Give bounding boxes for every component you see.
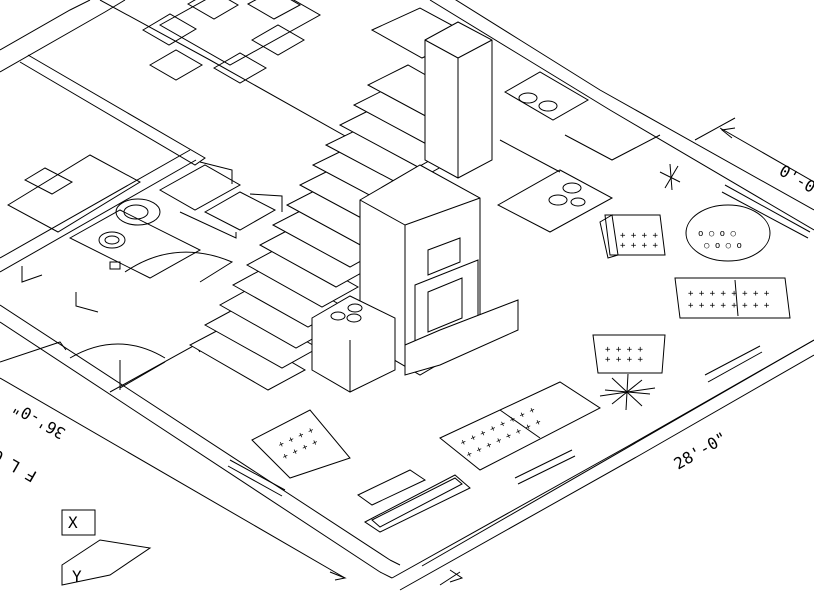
axis-y-label: Y xyxy=(72,567,82,586)
dimension-left: 36'-0" xyxy=(9,398,69,443)
dimension-right: 28'-0" xyxy=(671,428,731,473)
dining-table xyxy=(142,0,322,84)
plant-small-icon xyxy=(659,163,681,191)
bathroom xyxy=(6,154,283,313)
plant-icon xyxy=(599,373,656,411)
interior-walls xyxy=(0,54,206,393)
ucs-axis-icon: X Y xyxy=(61,509,152,586)
svg-text:o ○ o ○: o ○ o ○ xyxy=(698,229,737,239)
dimension-left-partial: F L O xyxy=(0,445,40,486)
staircase xyxy=(188,7,484,391)
svg-text:+ + + +: + + + + xyxy=(620,231,659,241)
svg-text:○ o ○ o: ○ o ○ o xyxy=(704,241,742,251)
svg-text:+ + + + + + + +: + + + + + + + + xyxy=(688,289,770,299)
armchair-top-marks: + + + + + + + + xyxy=(620,231,659,251)
svg-text:+ + + +: + + + + xyxy=(605,345,644,355)
fireplace xyxy=(311,21,519,393)
svg-text:+ + + +: + + + + xyxy=(620,241,659,251)
axis-x-label: X xyxy=(68,513,78,532)
svg-text:+ + + + + + + +: + + + + + + + + xyxy=(688,301,770,311)
svg-text:+ + + +: + + + + xyxy=(605,355,644,365)
kitchen xyxy=(496,71,661,233)
dimension-top-right: 0'-0" xyxy=(776,161,814,202)
dimension-lines xyxy=(0,117,814,586)
